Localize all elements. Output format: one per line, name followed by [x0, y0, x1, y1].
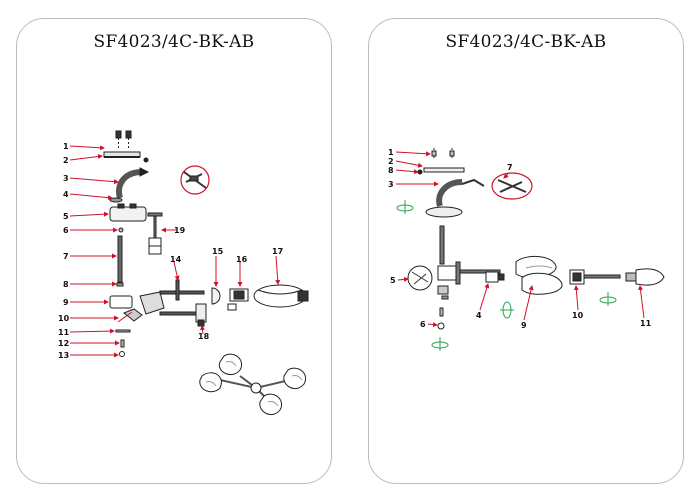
part-2-bracket: [103, 151, 149, 163]
part-15-lens: [211, 287, 221, 305]
right-label-6: 6: [420, 320, 426, 329]
left-label-19: 19: [174, 226, 186, 235]
right-label-9: 9: [521, 321, 527, 330]
right-label-7: 7: [507, 163, 513, 172]
left-label-10: 10: [58, 314, 70, 323]
part-5-canopy: [109, 203, 147, 222]
right-leaders: [395, 151, 645, 328]
left-label-14: 14: [170, 255, 182, 264]
left-label-6: 6: [63, 226, 69, 235]
right-part-1-screws: [431, 148, 455, 160]
right-part-5-hub: [407, 261, 501, 300]
right-part-9-shades: [515, 256, 563, 295]
part-3-arm: [109, 167, 150, 203]
left-label-13: 13: [58, 351, 69, 360]
right-label-1: 1: [388, 148, 394, 157]
right-rod: [439, 225, 445, 265]
part-6-nut: [118, 227, 124, 233]
left-label-16: 16: [236, 255, 248, 264]
left-label-11: 11: [58, 328, 70, 337]
right-label-10: 10: [572, 311, 584, 320]
part-13-cap: [119, 351, 125, 357]
right-label-2: 2: [388, 157, 394, 166]
part-wiring-detail: [180, 165, 210, 195]
left-model-title: SF4023/4C-BK-AB: [93, 32, 255, 52]
left-label-5: 5: [63, 212, 69, 221]
part-8-washer: [116, 282, 124, 287]
right-label-8: 8: [388, 166, 394, 175]
right-part-pin: [439, 307, 444, 317]
left-label-4: 4: [63, 190, 69, 199]
right-assembly-panel: [368, 18, 684, 484]
right-part-2-bracket: [417, 167, 465, 175]
left-label-15: 15: [212, 247, 224, 256]
left-label-2: 2: [63, 156, 69, 165]
part-10-cluster: [117, 308, 143, 323]
left-label-12: 12: [58, 339, 69, 348]
left-parts: [103, 130, 309, 415]
right-part-11-bulb: [625, 268, 665, 286]
part-ceiling-view: [199, 353, 306, 415]
left-leaders: [69, 145, 281, 358]
right-label-3: 3: [388, 180, 394, 189]
right-label-11: 11: [640, 319, 652, 328]
part-11-plate: [115, 329, 131, 333]
right-model-title: SF4023/4C-BK-AB: [445, 32, 607, 52]
part-7-rod: [117, 235, 123, 283]
right-part-3-arm: [425, 179, 463, 218]
right-label-5: 5: [390, 276, 396, 285]
left-label-3: 3: [63, 174, 69, 183]
left-label-18: 18: [198, 332, 210, 341]
left-labels: 1 2 3 4 5 6 7 8 9 10 11 12 13 14 15 16 1…: [58, 142, 283, 360]
left-label-7: 7: [63, 252, 69, 261]
part-19-socket: [147, 212, 163, 255]
left-label-9: 9: [63, 298, 69, 307]
right-label-4: 4: [476, 311, 482, 320]
part-16-holder: [227, 288, 249, 311]
left-label-1: 1: [63, 142, 69, 151]
right-part-6-cap: [437, 322, 445, 330]
right-labels: 1 2 8 3 7 5 4 9 10 11 6: [388, 148, 652, 330]
right-part-7-wiring-detail: [461, 172, 533, 200]
right-part-4-socket: [485, 271, 505, 283]
right-green-markers: [396, 200, 617, 351]
part-9-hub: [109, 295, 133, 309]
part-17-shade: [253, 284, 309, 308]
right-parts: [396, 148, 665, 351]
left-label-8: 8: [63, 280, 69, 289]
left-label-17: 17: [272, 247, 283, 256]
right-part-10-holder: [569, 269, 621, 285]
part-14-arm-assembly: [139, 279, 207, 327]
part-1-screws: [115, 130, 132, 148]
part-12-pin: [120, 339, 125, 348]
